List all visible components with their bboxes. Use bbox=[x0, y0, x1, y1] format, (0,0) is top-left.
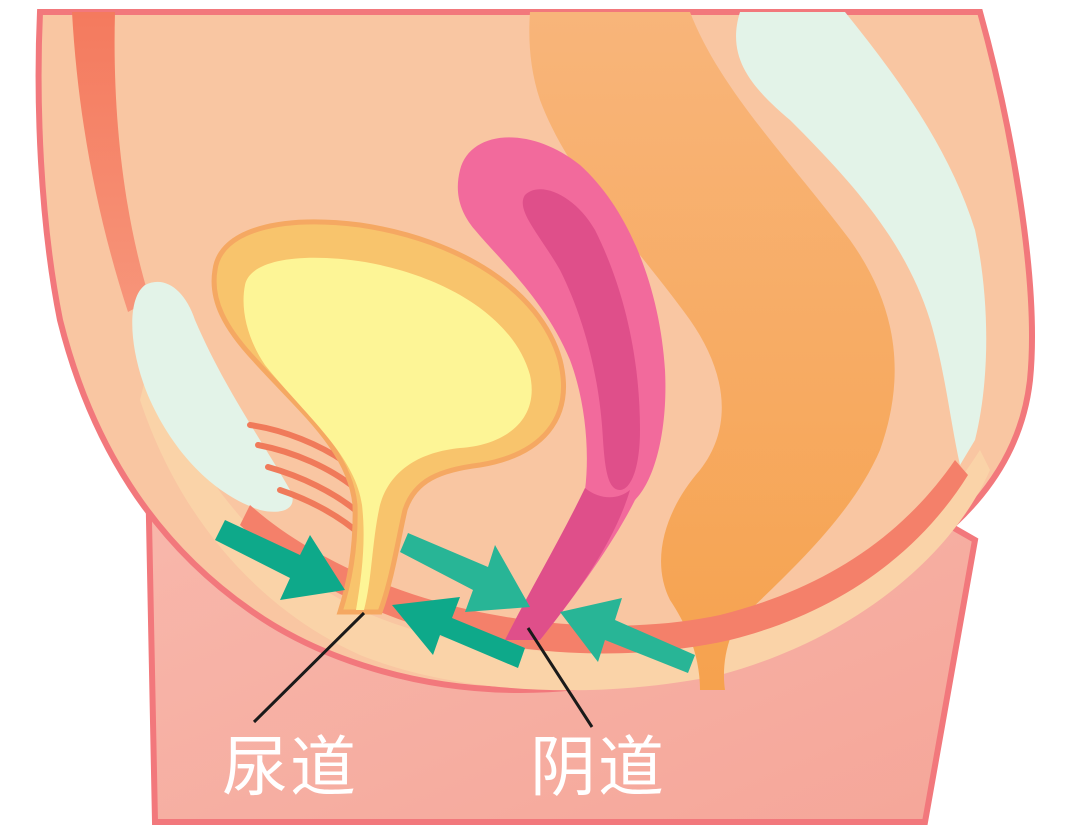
arrow-left-inward bbox=[215, 520, 345, 600]
arrow-center-inward-left bbox=[392, 597, 525, 668]
vagina-leader-line bbox=[526, 627, 594, 728]
arrow-center-outward-right bbox=[400, 533, 530, 612]
pubic-bone bbox=[132, 281, 293, 512]
urethra-label: 尿道 bbox=[222, 729, 358, 806]
rectum bbox=[529, 12, 895, 690]
bladder bbox=[211, 219, 566, 615]
abdominal-muscle bbox=[72, 12, 150, 312]
vagina-label: 阴道 bbox=[530, 729, 666, 806]
sacrum-bone bbox=[736, 12, 987, 465]
arrow-right-inward-left bbox=[560, 598, 695, 673]
uterus bbox=[457, 137, 666, 640]
urethra-leader-line bbox=[252, 611, 366, 724]
